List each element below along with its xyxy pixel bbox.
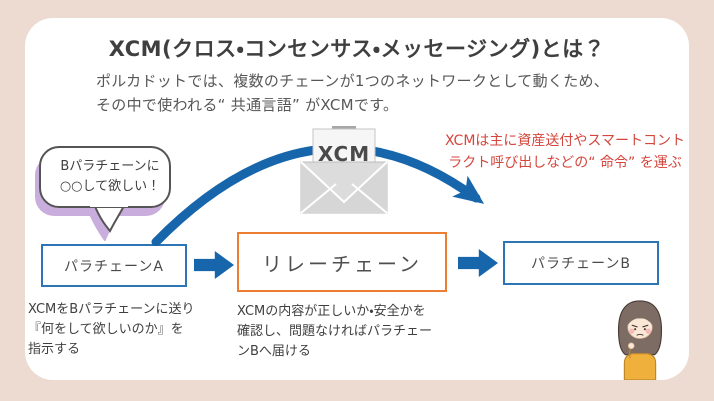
envelope-label: XCM [317, 142, 371, 166]
caption-a-line-1: XCMをBパラチェーンに送り [28, 302, 195, 317]
annotation-text: XCMは主に資産送付やスマートコント ラクト呼び出しなどの“ 命令” を運ぶ [430, 131, 700, 174]
parachain-a-label: パラチェーンA [64, 258, 164, 275]
intro-text: ポルカドットでは、複数のチェーンが1つのネットワークとして動くため、 その中で使… [96, 69, 636, 117]
intro-line-1: ポルカドットでは、複数のチェーンが1つのネットワークとして動くため、 [96, 72, 610, 90]
parachain-a-box: パラチェーンA [41, 244, 187, 287]
speech-bubble: Bパラチェーンに ○○して欲しい！ [30, 141, 190, 241]
parachain-b-box: パラチェーンB [503, 241, 659, 285]
speech-bubble-line-2: ○○して欲しい！ [59, 179, 161, 195]
parachain-a-caption: XCMをBパラチェーンに送り 『何をして欲しいのか』を 指示する [28, 300, 233, 360]
thinking-girl-illustration [617, 300, 663, 380]
parachain-b-label: パラチェーンB [531, 256, 631, 272]
speech-bubble-line-1: Bパラチェーンに [60, 159, 160, 174]
page-title: XCM(クロス・コンセンサス・メッセージング)とは？ [108, 37, 606, 61]
speech-bubble-shape [35, 146, 171, 241]
relay-chain-label: リレーチェーン [262, 251, 422, 276]
relay-chain-box: リレーチェーン [237, 232, 447, 292]
envelope-icon: XCM [298, 126, 390, 216]
annotation-line-2: ラクト呼び出しなどの“ 命令” を運ぶ [448, 154, 682, 171]
caption-a-line-2: 『何をして欲しいのか』を [28, 322, 184, 338]
intro-line-2: その中で使われる“ 共通言語” がXCMです。 [96, 96, 399, 114]
caption-relay-line-3: ンBへ届ける [237, 344, 311, 360]
speech-bubble-text: Bパラチェーンに ○○して欲しい！ [50, 157, 170, 197]
caption-relay-line-1: XCMの内容が正しいか・安全かを [237, 304, 426, 319]
relay-chain-caption: XCMの内容が正しいか・安全かを 確認し、問題なければパラチェー ンBへ届ける [237, 302, 457, 362]
annotation-line-1: XCMは主に資産送付やスマートコント [444, 133, 685, 149]
caption-a-line-3: 指示する [28, 342, 81, 358]
caption-relay-line-2: 確認し、問題なければパラチェー [237, 324, 433, 340]
